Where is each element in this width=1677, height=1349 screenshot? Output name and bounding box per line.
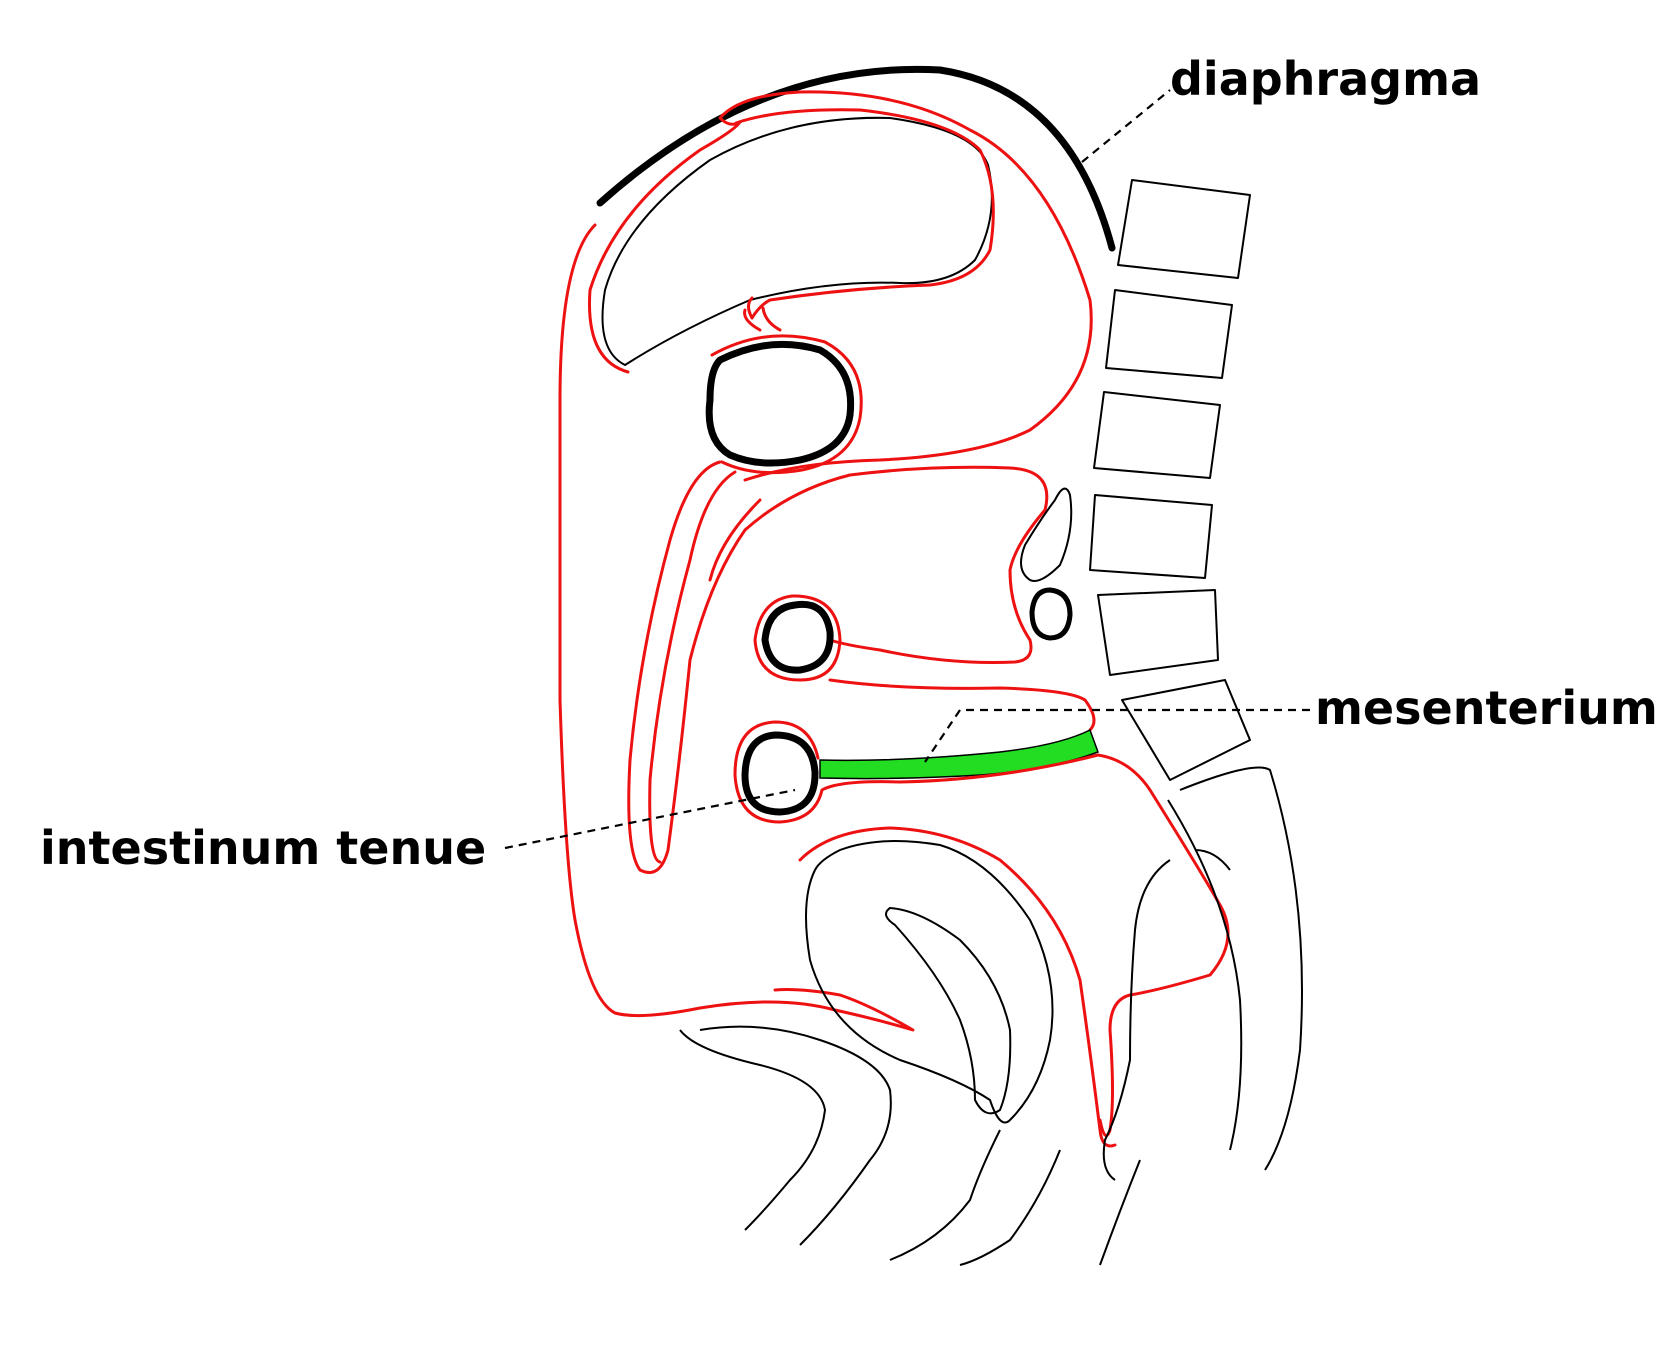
pancreas <box>1020 487 1073 582</box>
vertebra <box>1105 289 1233 379</box>
sacrum <box>1167 766 1303 1171</box>
diaphragm-arc <box>596 65 1116 252</box>
stomach <box>705 340 855 467</box>
diaphragma-leader-line <box>1081 89 1171 163</box>
mesenterium-label: mesenterium <box>1315 681 1658 735</box>
greater-omentum <box>627 460 1049 874</box>
mesenterium-leader-line <box>924 708 1310 763</box>
vertebral-column <box>1089 179 1303 1171</box>
rectum <box>1102 849 1231 1181</box>
mesentery-band <box>819 728 1099 780</box>
small-intestine <box>741 731 819 816</box>
mesentery-upper <box>828 678 1096 732</box>
transverse-colon <box>761 600 834 674</box>
duodenum <box>1029 587 1073 641</box>
vertebra <box>1097 589 1219 676</box>
perineum-lines <box>679 1025 1141 1266</box>
vertebra <box>1117 179 1251 279</box>
pelvic-organ-outline <box>805 840 1054 1124</box>
vertebra <box>1093 391 1221 479</box>
lesser-omentum <box>743 306 782 332</box>
vertebra <box>1121 679 1251 781</box>
stomach-peritoneum <box>710 334 863 475</box>
liver-peritoneum <box>587 90 1093 482</box>
intestinum-tenue-leader-line <box>504 788 796 850</box>
diaphragma-label: diaphragma <box>1170 52 1481 106</box>
intestinum-tenue-label: intestinum tenue <box>40 821 486 875</box>
small-intestine-peritoneum <box>733 720 1230 1138</box>
uterus <box>885 907 1012 1115</box>
transverse-mesocolon <box>708 498 1047 664</box>
transverse-colon-peritoneum <box>753 594 842 682</box>
vertebra <box>1089 494 1213 579</box>
parietal-peritoneum <box>558 223 915 1032</box>
pelvic-peritoneum <box>798 826 1117 1148</box>
